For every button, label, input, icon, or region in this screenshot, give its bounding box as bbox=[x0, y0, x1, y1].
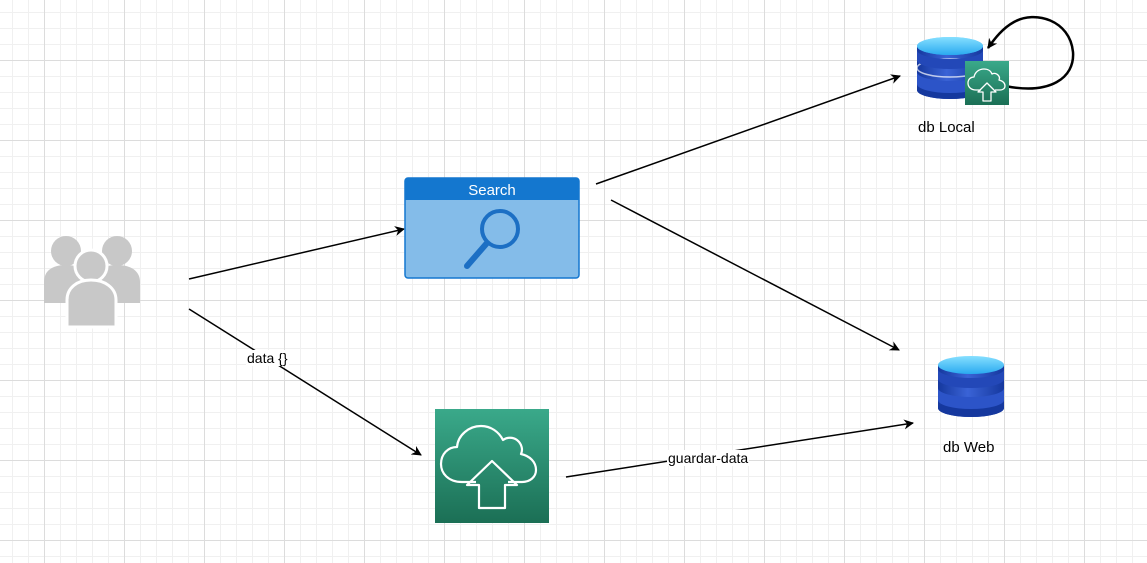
search-box-header bbox=[405, 178, 579, 200]
edge-label-guardar-data: guardar-data bbox=[667, 450, 750, 466]
search-box[interactable]: Search bbox=[404, 177, 580, 279]
edge-dblocal-self-loop bbox=[986, 15, 1075, 90]
edge-search-to-dblocal bbox=[595, 74, 901, 185]
cloud-upload-tile[interactable] bbox=[435, 409, 549, 523]
edge-search-to-dbweb bbox=[610, 199, 900, 351]
search-box-title: Search bbox=[468, 182, 516, 199]
db-web-icon[interactable] bbox=[938, 356, 1004, 417]
users-group-icon[interactable] bbox=[44, 236, 140, 329]
db-web-label: db Web bbox=[943, 439, 995, 456]
cloud-upload-icon bbox=[439, 424, 538, 510]
edge-users-to-search bbox=[188, 226, 405, 280]
db-local-label: db Local bbox=[918, 119, 975, 136]
edge-label-data: data {} bbox=[246, 350, 289, 366]
db-local-upload-badge-icon bbox=[965, 61, 1009, 105]
edge-users-to-upload bbox=[188, 308, 422, 456]
search-magnifier-icon bbox=[464, 209, 520, 269]
